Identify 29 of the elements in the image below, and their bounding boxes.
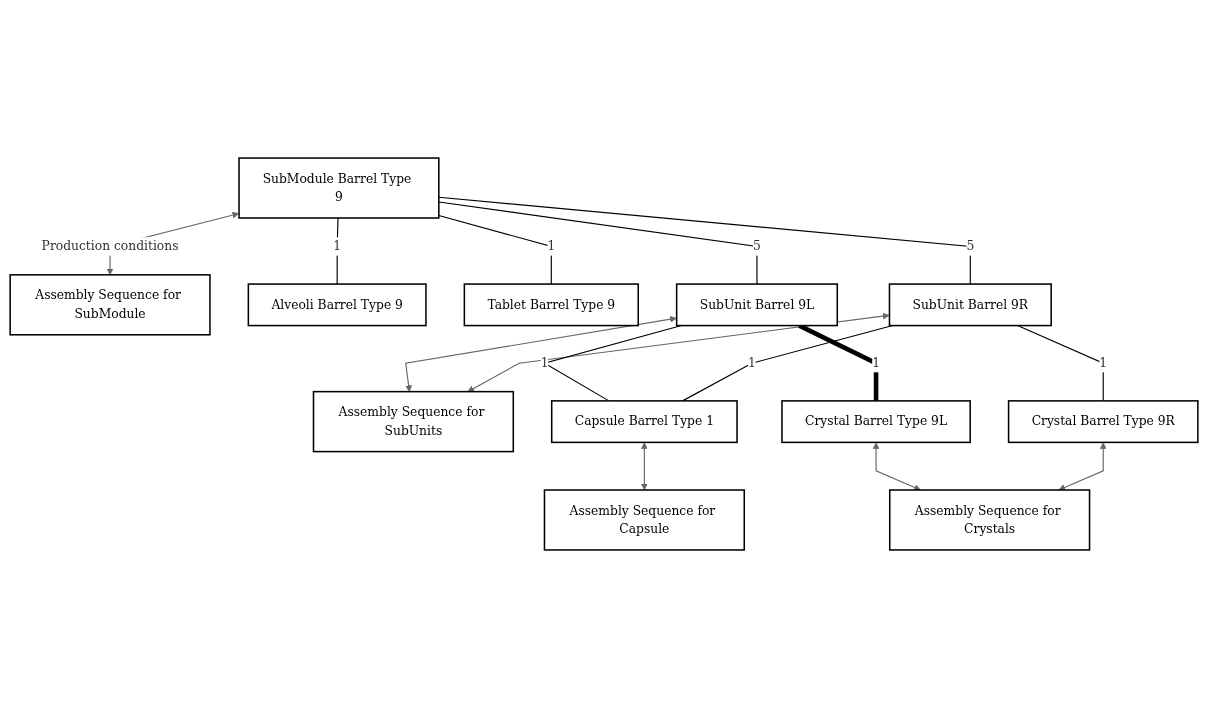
node-box: SubModule Barrel Type 9 [238,156,440,219]
edge-label: 5 [966,238,975,253]
arrow [641,441,648,490]
edge-label: 1 [747,355,756,370]
connector [438,214,552,285]
node-box: Assembly Sequence for Capsule [543,488,746,551]
edge-label: 5 [753,238,761,253]
node-box: SubUnit Barrel 9R [888,282,1052,326]
node-box: Capsule Barrel Type 1 [550,399,738,443]
edge-label: Production conditions [41,238,179,253]
arrow [467,312,890,392]
node-box: Tablet Barrel Type 9 [463,282,639,326]
edge-label: 1 [540,355,549,370]
edge-label: 1 [1099,355,1108,370]
node-box: Crystal Barrel Type 9L [781,399,971,443]
node-box: SubUnit Barrel 9L [675,282,839,326]
edge-label: 1 [333,238,342,253]
node-box: Crystal Barrel Type 9R [1007,399,1199,443]
node-box: Alveoli Barrel Type 9 [247,282,427,326]
edge-label: 1 [547,238,556,253]
node-box: Assembly Sequence for Crystals [888,488,1091,551]
arrow [405,315,677,392]
node-box: Assembly Sequence for SubModule [9,273,211,336]
arrow [1058,441,1107,491]
connector [1016,324,1104,401]
edge-label: 1 [872,355,880,370]
node-box: Assembly Sequence for SubUnits [312,390,515,452]
connector [438,196,971,285]
connector [438,200,758,285]
